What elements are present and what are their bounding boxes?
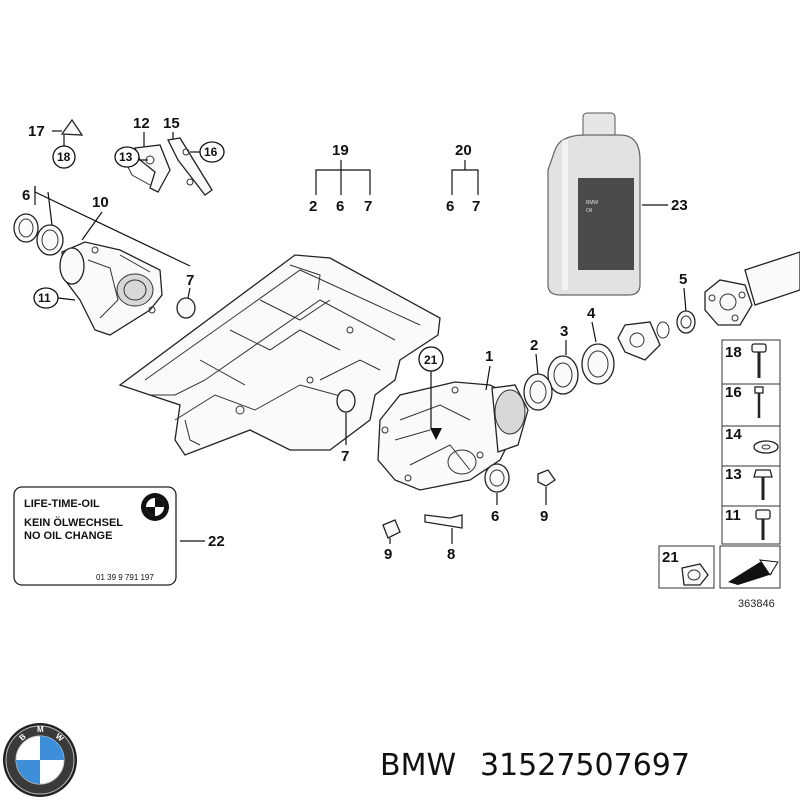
callout-7-bracket20: 7	[472, 198, 480, 215]
callout-12: 12	[133, 115, 150, 132]
callout-6-left: 6	[22, 187, 30, 204]
callout-6-bracket19: 6	[336, 198, 344, 215]
callout-6-mid: 6	[491, 508, 499, 525]
legend-item-18: 18	[725, 344, 742, 361]
callout-23: 23	[671, 197, 688, 214]
callout-10: 10	[92, 194, 109, 211]
diagram-number: 363846	[738, 598, 775, 610]
callout-7-mid: 7	[341, 448, 349, 465]
footer-part-number: 31527507697	[480, 748, 690, 783]
callout-2: 2	[530, 337, 538, 354]
oil-pan-illustration	[118, 254, 441, 456]
callout-7-bracket19: 7	[364, 198, 372, 215]
callout-11-small: 11	[38, 291, 51, 305]
callout-9-right: 9	[540, 508, 548, 525]
callout-2-bracket: 2	[309, 198, 317, 215]
oil-label-plate: LIFE-TIME-OIL KEIN ÖLWECHSEL NO OIL CHAN…	[13, 486, 225, 586]
parts-legend: 18 16 14 13 11 21	[658, 339, 781, 589]
svg-text:Oil: Oil	[586, 208, 592, 214]
callout-5: 5	[679, 271, 687, 288]
callout-21-small: 21	[424, 353, 438, 367]
callout-20: 20	[455, 142, 472, 159]
callout-3: 3	[560, 323, 568, 340]
fasteners-group: 7 6 9 9 8	[336, 389, 556, 563]
callout-9-left: 9	[384, 546, 392, 563]
svg-text:M: M	[37, 725, 44, 734]
callout-7-topleft: 7	[186, 272, 194, 289]
transfer-case-group: 10 6 7 11	[13, 186, 196, 336]
legend-item-13: 13	[725, 466, 742, 483]
plate-line-1: LIFE-TIME-OIL	[24, 498, 100, 510]
callout-1: 1	[485, 348, 493, 365]
footer-brand: BMW	[380, 748, 456, 783]
bmw-footer-logo: B M W	[3, 723, 77, 797]
callout-22: 22	[208, 533, 225, 550]
svg-text:BMW: BMW	[586, 200, 599, 206]
callout-8: 8	[447, 546, 455, 563]
callout-brackets: 19 2 6 7 20 6 7	[309, 142, 480, 215]
legend-item-11: 11	[725, 507, 741, 524]
callout-4: 4	[587, 305, 596, 322]
legend-item-14: 14	[725, 426, 742, 443]
bracket-group: 17 18 12 15 13 16	[28, 115, 225, 196]
callout-6-bracket20: 6	[446, 198, 454, 215]
callout-16-small: 16	[204, 145, 218, 159]
callout-18-small: 18	[57, 150, 71, 164]
legend-item-16: 16	[725, 384, 742, 401]
svg-text:W: W	[54, 732, 66, 744]
callout-13-small: 13	[119, 150, 133, 164]
oil-bottle: BMW Oil 23	[547, 112, 688, 296]
callout-17: 17	[28, 123, 45, 140]
legend-item-21: 21	[662, 549, 679, 566]
driveshaft-flange: 5 4 3 2	[523, 251, 800, 411]
differential-housing: 1 21	[377, 346, 529, 491]
plate-bmw-logo	[141, 493, 169, 521]
callout-19: 19	[332, 142, 349, 159]
svg-text:B: B	[18, 732, 28, 743]
callout-15: 15	[163, 115, 180, 132]
plate-code: 01 39 9 791 197	[96, 573, 154, 582]
plate-line-2: KEIN ÖLWECHSEL	[24, 516, 123, 529]
plate-line-3: NO OIL CHANGE	[24, 530, 112, 542]
